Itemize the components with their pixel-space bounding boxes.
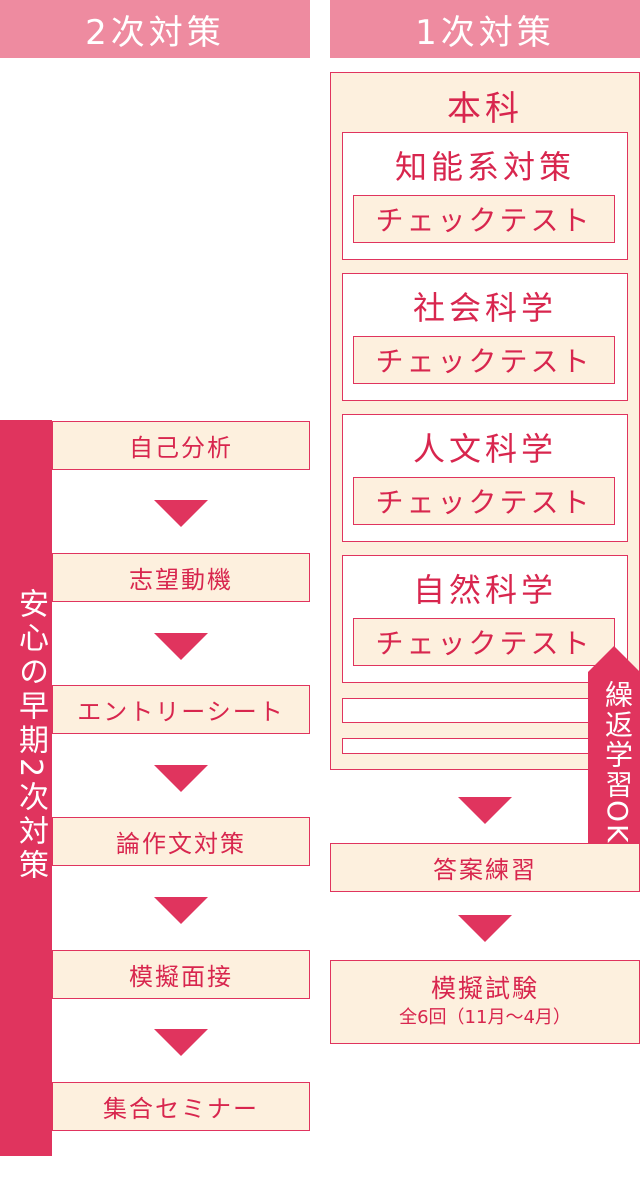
section-title: 社会科学 <box>412 289 557 327</box>
extra-row-2 <box>342 738 628 754</box>
arrow-down-3 <box>154 765 208 792</box>
section-humanities: 人文科学 チェックテスト <box>342 414 628 542</box>
step-essay: 論作文対策 <box>52 817 310 866</box>
step-entry-sheet: エントリーシート <box>52 685 310 734</box>
early-secondary-label: 安心の早期2次対策 <box>13 588 48 884</box>
repeat-arrow-tip <box>588 646 640 672</box>
section-title: 自然科学 <box>412 571 557 609</box>
header-1ji: 1次対策 <box>330 0 640 58</box>
arrow-down-5 <box>154 1029 208 1056</box>
arrow-down-4 <box>154 897 208 924</box>
step-seminar: 集合セミナー <box>52 1082 310 1131</box>
mock-exam-box: 模擬試験 全6回（11月〜4月） <box>330 960 640 1044</box>
header-1ji-label: 1次対策 <box>415 12 555 53</box>
answer-practice-box: 答案練習 <box>330 843 640 892</box>
arrow-down-answer <box>458 915 512 942</box>
header-2ji-label: 2次対策 <box>85 12 225 53</box>
step-mock-interview: 模擬面接 <box>52 950 310 999</box>
step-motivation: 志望動機 <box>52 553 310 602</box>
arrow-down-2 <box>154 633 208 660</box>
honka-title: 本科 <box>447 88 523 129</box>
repeat-label: 繰返学習OK <box>601 680 634 845</box>
repeat-band <box>588 672 640 870</box>
section-natural-science: 自然科学 チェックテスト <box>342 555 628 683</box>
extra-row-1 <box>342 698 628 723</box>
early-secondary-band <box>0 420 52 1156</box>
arrow-down-1 <box>154 500 208 527</box>
band-arrow-tip <box>0 1130 52 1156</box>
mock-exam-note: 全6回（11月〜4月） <box>399 1007 571 1028</box>
arrow-down-honka <box>458 797 512 824</box>
section-title: 知能系対策 <box>394 148 575 186</box>
section-title: 人文科学 <box>412 430 557 468</box>
section-intelligence: 知能系対策 チェックテスト <box>342 132 628 260</box>
check-test: チェックテスト <box>353 477 615 525</box>
section-social-science: 社会科学 チェックテスト <box>342 273 628 401</box>
answer-practice-label: 答案練習 <box>433 856 537 884</box>
header-2ji: 2次対策 <box>0 0 310 58</box>
check-test: チェックテスト <box>353 618 615 666</box>
mock-exam-title: 模擬試験 <box>430 974 539 1003</box>
step-self-analysis: 自己分析 <box>52 421 310 470</box>
check-test: チェックテスト <box>353 336 615 384</box>
check-test: チェックテスト <box>353 195 615 243</box>
